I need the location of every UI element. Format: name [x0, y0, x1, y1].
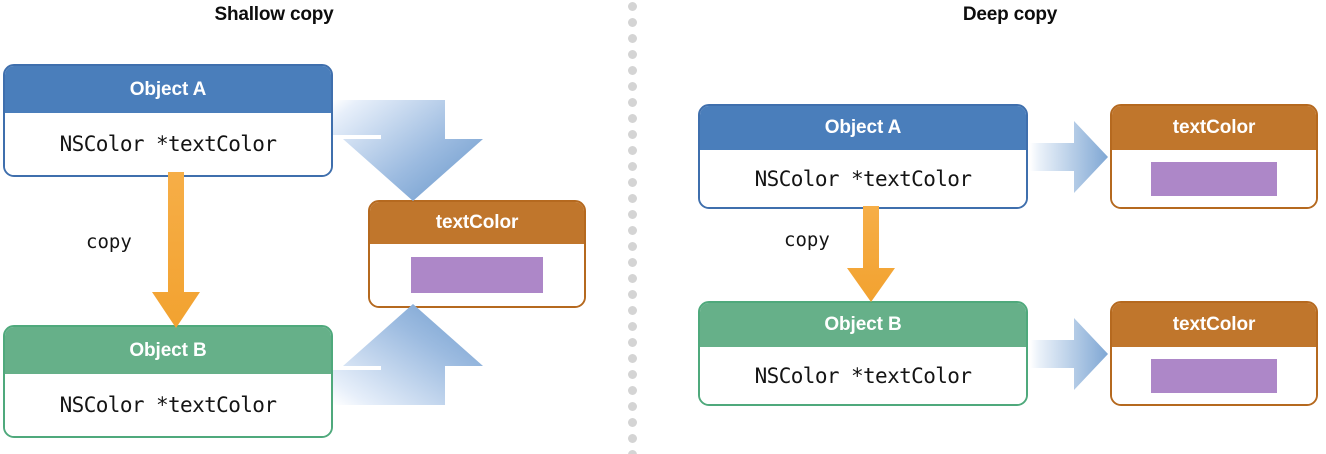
right-copy-arrow [847, 206, 895, 302]
left-textcolor-header: textColor [370, 202, 584, 244]
left-object-b-body: NSColor *textColor [5, 374, 331, 436]
right-object-a-box[interactable]: Object A NSColor *textColor [698, 104, 1028, 209]
right-object-b-box[interactable]: Object B NSColor *textColor [698, 301, 1028, 406]
divider-dot [628, 402, 637, 411]
divider-dot [628, 34, 637, 43]
right-textcolor-b-header: textColor [1112, 303, 1316, 347]
divider-dot [628, 2, 637, 11]
left-object-b-box[interactable]: Object B NSColor *textColor [3, 325, 333, 438]
divider-dot [628, 210, 637, 219]
right-object-a-body-text: NSColor *textColor [754, 166, 972, 191]
divider-dot [628, 306, 637, 315]
right-textcolor-a-swatch [1151, 161, 1277, 196]
right-ref-arrow-a [1030, 121, 1108, 193]
right-object-a-header: Object A [700, 106, 1026, 150]
divider-dot [628, 354, 637, 363]
right-textcolor-a-header: textColor [1112, 106, 1316, 150]
left-copy-arrow [152, 172, 200, 328]
divider-dot [628, 114, 637, 123]
divider-dot [628, 450, 637, 454]
divider-dot [628, 242, 637, 251]
panel-title-deep: Deep copy [962, 4, 1058, 25]
left-ref-arrow-a [333, 100, 483, 201]
divider-dot [628, 146, 637, 155]
divider-dot [628, 338, 637, 347]
left-object-a-body: NSColor *textColor [5, 113, 331, 175]
divider-dot [628, 290, 637, 299]
right-ref-arrow-b [1030, 318, 1108, 390]
left-object-a-body-text: NSColor *textColor [59, 132, 277, 156]
divider-dot [628, 194, 637, 203]
divider-dot [628, 418, 637, 427]
right-object-b-body-text: NSColor *textColor [754, 363, 972, 388]
left-textcolor-box[interactable]: textColor [368, 200, 586, 308]
left-object-a-header: Object A [5, 66, 331, 113]
right-textcolor-b-body [1112, 347, 1316, 404]
right-textcolor-b-swatch [1151, 358, 1277, 393]
left-object-b-header: Object B [5, 327, 331, 374]
divider-dot [628, 18, 637, 27]
divider-dot [628, 370, 637, 379]
divider-dot [628, 274, 637, 283]
left-object-b-body-text: NSColor *textColor [59, 393, 277, 417]
panel-title-shallow: Shallow copy [214, 4, 334, 25]
divider-dot [628, 98, 637, 107]
right-textcolor-a-body [1112, 150, 1316, 207]
divider-dot [628, 258, 637, 267]
right-object-b-body: NSColor *textColor [700, 347, 1026, 404]
left-textcolor-body [370, 244, 584, 306]
right-object-b-header: Object B [700, 303, 1026, 347]
left-object-a-box[interactable]: Object A NSColor *textColor [3, 64, 333, 177]
divider-dot [628, 226, 637, 235]
right-object-a-body: NSColor *textColor [700, 150, 1026, 207]
divider-dot [628, 386, 637, 395]
divider-dot [628, 178, 637, 187]
right-textcolor-a-box[interactable]: textColor [1110, 104, 1318, 209]
divider-dot [628, 434, 637, 443]
divider-dot [628, 82, 637, 91]
left-textcolor-swatch [411, 257, 543, 293]
left-copy-label: copy [86, 231, 132, 253]
divider-dot [628, 130, 637, 139]
divider-dot [628, 162, 637, 171]
divider-dot [628, 322, 637, 331]
right-textcolor-b-box[interactable]: textColor [1110, 301, 1318, 406]
right-copy-label: copy [784, 229, 830, 251]
left-ref-arrow-b [333, 304, 483, 405]
panel-divider [628, 2, 638, 454]
divider-dot [628, 66, 637, 75]
divider-dot [628, 50, 637, 59]
